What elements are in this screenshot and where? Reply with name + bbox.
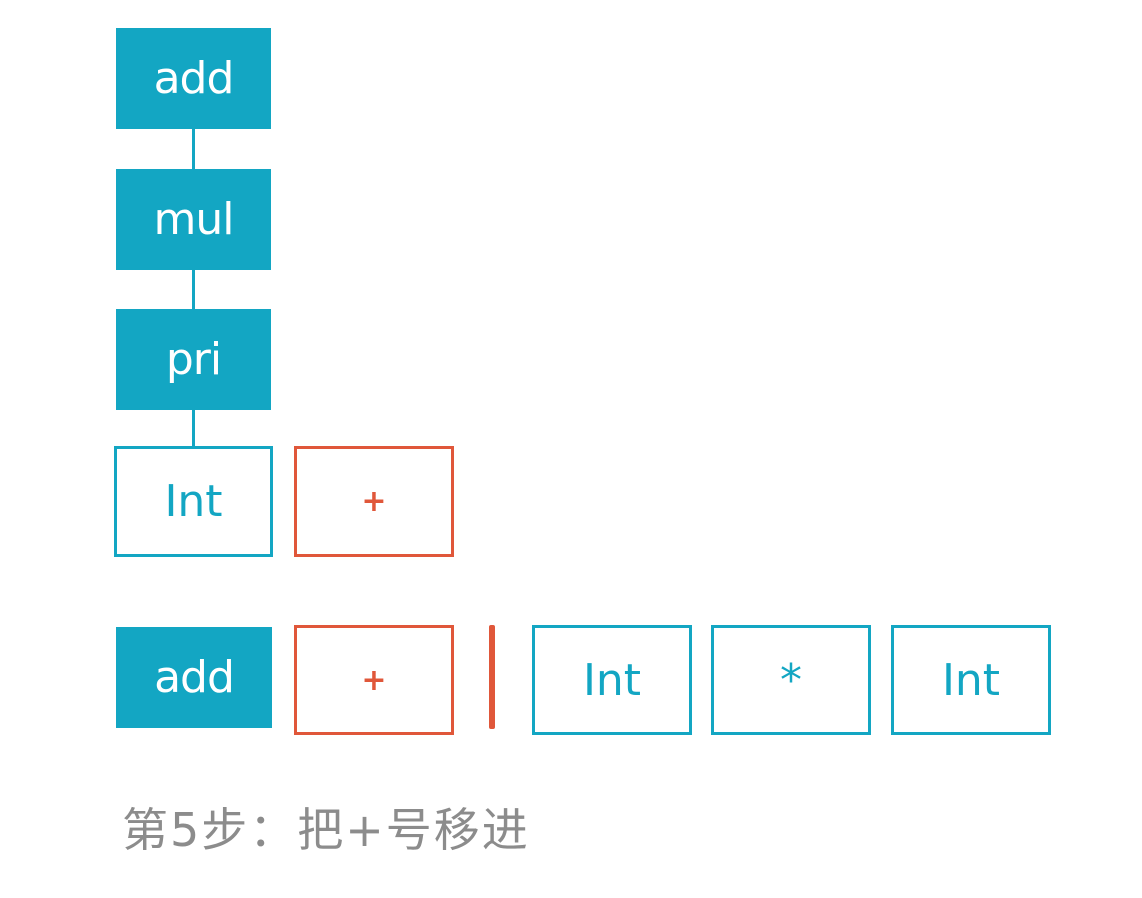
tree-connector-mul-pri [192, 224, 195, 346]
input-token-star: * [711, 625, 871, 735]
tree-node-add: add [116, 28, 271, 129]
tree-node-add-label: add [153, 53, 235, 104]
input-token-int-1: Int [532, 625, 692, 735]
row-plus-token: + [294, 625, 454, 735]
tree-node-mul: mul [116, 169, 271, 270]
tree-node-int: Int [114, 446, 273, 557]
tree-node-int-label: Int [164, 476, 223, 527]
input-token-int-2: Int [891, 625, 1051, 735]
tree-connector-pri-int [192, 408, 195, 448]
tree-node-pri: pri [116, 309, 271, 410]
stack-plus-token: + [294, 446, 454, 557]
input-token-int-1-label: Int [582, 654, 642, 706]
step-caption: 第5步：把+号移进 [122, 803, 530, 857]
tree-connector-add-mul [192, 84, 195, 182]
tree-node-mul-label: mul [153, 194, 235, 245]
tree-node-pri-label: pri [165, 334, 222, 385]
input-token-star-label: * [780, 654, 802, 706]
stack-plus-token-label: + [361, 484, 387, 519]
stack-input-divider [489, 625, 495, 729]
row-add-node-label: add [154, 652, 235, 703]
row-plus-token-label: + [361, 662, 387, 698]
input-token-int-2-label: Int [941, 654, 1001, 706]
row-add-node: add [116, 627, 272, 728]
